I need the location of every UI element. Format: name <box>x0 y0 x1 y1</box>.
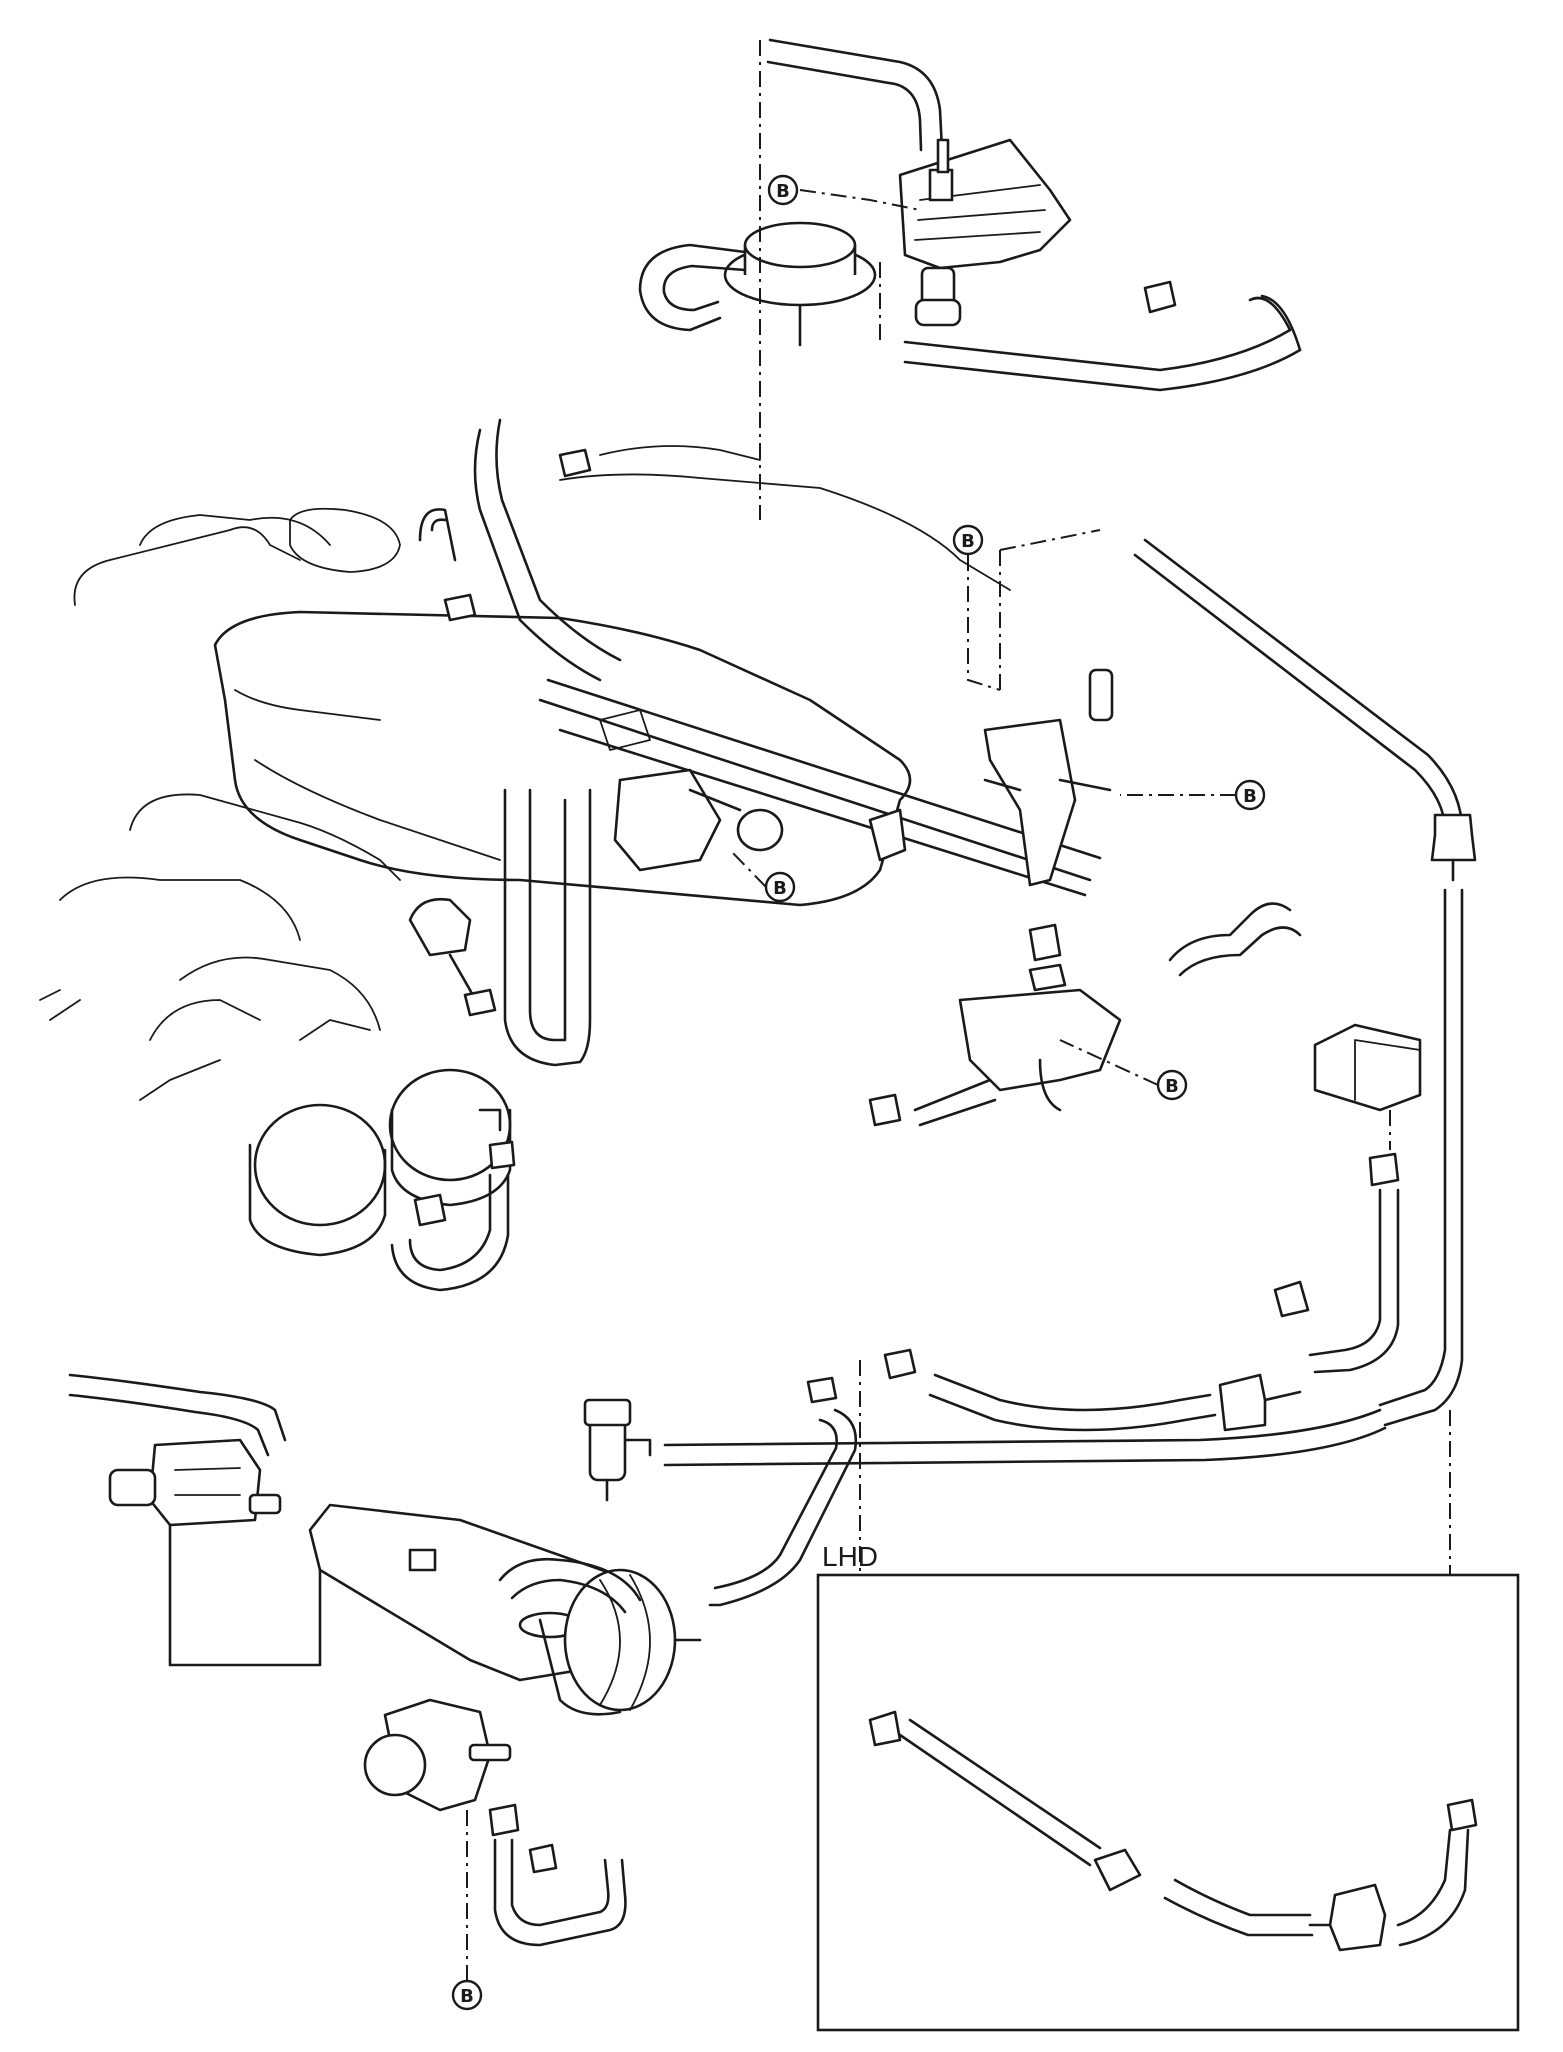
hose-u-bottom-center <box>488 1803 627 1947</box>
curved-hose-lower-center <box>708 1408 858 1607</box>
diaphragm-actuator-bottom <box>538 1568 702 1716</box>
bracket-line-bottom-left <box>168 1523 322 1667</box>
clip-right-mid <box>1273 1280 1310 1318</box>
lhd-label: LHD <box>822 1541 878 1572</box>
lhd-hose-lower <box>1163 1878 1314 1937</box>
u-hose-top-left <box>638 243 747 332</box>
engine-outline <box>39 445 1011 1101</box>
callout-b-top-letter: B <box>776 181 790 202</box>
leader-line-top-callout <box>799 189 921 211</box>
vsv-top <box>914 266 962 327</box>
callout-b-mid-right: B <box>1234 779 1266 811</box>
switch-valve-lower-left <box>583 1398 652 1502</box>
long-vertical-hose-right <box>1378 888 1464 1427</box>
check-valve-upper-right <box>1430 813 1477 882</box>
leader-line-upper-right <box>999 529 1101 690</box>
callout-b-bottom: B <box>451 1979 483 2011</box>
callout-b-lower-right: B <box>1156 1069 1188 1101</box>
callout-b-upper-right-letter: B <box>961 531 975 552</box>
callout-b-mid-center-letter: B <box>773 878 787 899</box>
lhd-check-valve <box>1308 1883 1387 1952</box>
hose-right-mid-section <box>1308 1152 1400 1374</box>
lhd-hose-diagonal <box>868 1710 1142 1892</box>
hose-bottom-left-top <box>68 1373 287 1457</box>
clip-upper-left <box>443 448 592 622</box>
long-hose-top-right <box>903 294 1302 392</box>
callout-b-lower-right-letter: B <box>1165 1076 1179 1097</box>
top-bracket-assembly <box>898 138 1072 270</box>
callout-b-bottom-letter: B <box>460 1986 474 2007</box>
canister-pair-left <box>248 1068 512 1257</box>
leader-callout-mid-center <box>729 849 767 888</box>
box-component-right <box>1313 1023 1422 1112</box>
callout-b-top: B <box>767 174 799 206</box>
top-hose-elbow <box>766 38 944 152</box>
long-diagonal-hose-right <box>1133 538 1464 832</box>
left-vertical-hoses <box>503 788 592 1067</box>
long-horizontal-hose-bottom <box>663 1408 1387 1467</box>
lhd-inset-box <box>816 1573 1520 2032</box>
hose-left-lower-u <box>390 1140 516 1292</box>
callout-b-mid-right-letter: B <box>1243 786 1257 807</box>
curved-hose-mid-right <box>1168 902 1302 977</box>
callout-b-upper-right: B <box>952 524 984 556</box>
intake-pipe-manifold <box>538 678 1102 897</box>
hose-lower-mid-left-clip <box>868 1093 902 1127</box>
leader-callout-upper-right <box>967 555 1001 691</box>
valve-left-mid <box>408 897 497 1017</box>
curved-pipe-upper-left <box>418 418 622 682</box>
lhd-hose-right <box>1396 1798 1478 1947</box>
assembly-lower-mid <box>913 923 1122 1127</box>
small-clip-top-right <box>1143 280 1177 314</box>
bracket-mid-right <box>983 668 1114 887</box>
lower-long-hose-center <box>928 1373 1302 1432</box>
vsv-bottom-center <box>363 1698 512 1812</box>
callout-b-mid-center: B <box>764 871 796 903</box>
leader-callout-lower-right <box>1059 1039 1159 1086</box>
vsv-mid-center <box>613 768 784 872</box>
clip-lower-center <box>806 1348 917 1404</box>
vacuum-diaphragm-top <box>723 221 877 347</box>
hose-loop-bottom <box>498 1557 642 1614</box>
vsv-bottom-left <box>108 1438 282 1527</box>
